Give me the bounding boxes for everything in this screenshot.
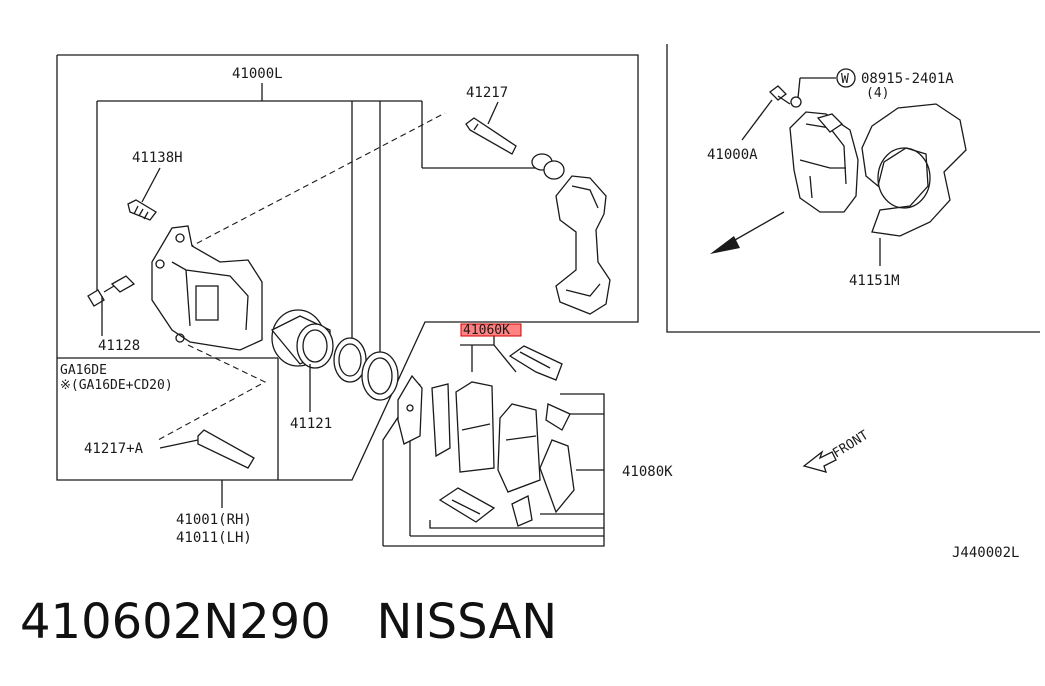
label-41121: 41121 <box>290 416 332 432</box>
piston-41121 <box>270 309 334 412</box>
leader-41000l <box>96 83 545 358</box>
label-washer-symbol: W <box>841 72 849 87</box>
piston-seals <box>333 337 399 401</box>
front-indicator <box>802 450 837 473</box>
baffle-plate <box>861 103 967 266</box>
label-41011-lh: 41011(LH) <box>176 530 252 546</box>
caliper-body <box>151 225 263 351</box>
label-41217: 41217 <box>466 85 508 101</box>
label-washer-qty: (4) <box>866 86 889 101</box>
label-diagram-code: J440002L <box>952 545 1019 561</box>
label-ga16de-cd20: ※(GA16DE+CD20) <box>60 378 173 393</box>
caption-part-number: 410602N290 <box>20 594 331 650</box>
label-41060k: 41060K <box>463 323 510 338</box>
washer-symbol-icon <box>836 68 856 88</box>
pad-clips <box>438 345 563 527</box>
torque-member <box>555 175 611 315</box>
label-41080k: 41080K <box>622 464 673 480</box>
label-41217a: 41217+A <box>84 441 144 457</box>
pin-41217a <box>159 429 255 469</box>
bolt-41138h <box>127 167 161 221</box>
bleeder-41128 <box>87 275 136 336</box>
label-08915-2401a: 08915-2401A <box>861 71 954 87</box>
dashed-guides <box>157 112 446 441</box>
label-41128: 41128 <box>98 338 140 354</box>
label-41000a: 41000A <box>707 147 758 163</box>
brake-pads <box>397 374 575 514</box>
caption-brand: NISSAN <box>376 594 558 650</box>
label-front: FRONT <box>830 428 871 462</box>
label-41151m: 41151M <box>849 273 900 289</box>
caliper-frame <box>56 54 639 481</box>
right-frame <box>666 44 1040 333</box>
label-41001-rh: 41001(RH) <box>176 512 252 528</box>
pad-kit-frame <box>382 336 605 547</box>
caption: 410602N290 NISSAN <box>20 594 557 650</box>
boot <box>531 153 565 180</box>
pin-bolt-41217 <box>465 101 517 155</box>
label-41000l: 41000L <box>232 66 283 82</box>
label-41138h: 41138H <box>132 150 183 166</box>
caption-spacer <box>331 594 377 650</box>
right-caliper <box>741 77 859 213</box>
label-ga16de: GA16DE <box>60 363 107 378</box>
highlight-41060k <box>460 323 522 337</box>
direction-arrow <box>710 211 785 254</box>
